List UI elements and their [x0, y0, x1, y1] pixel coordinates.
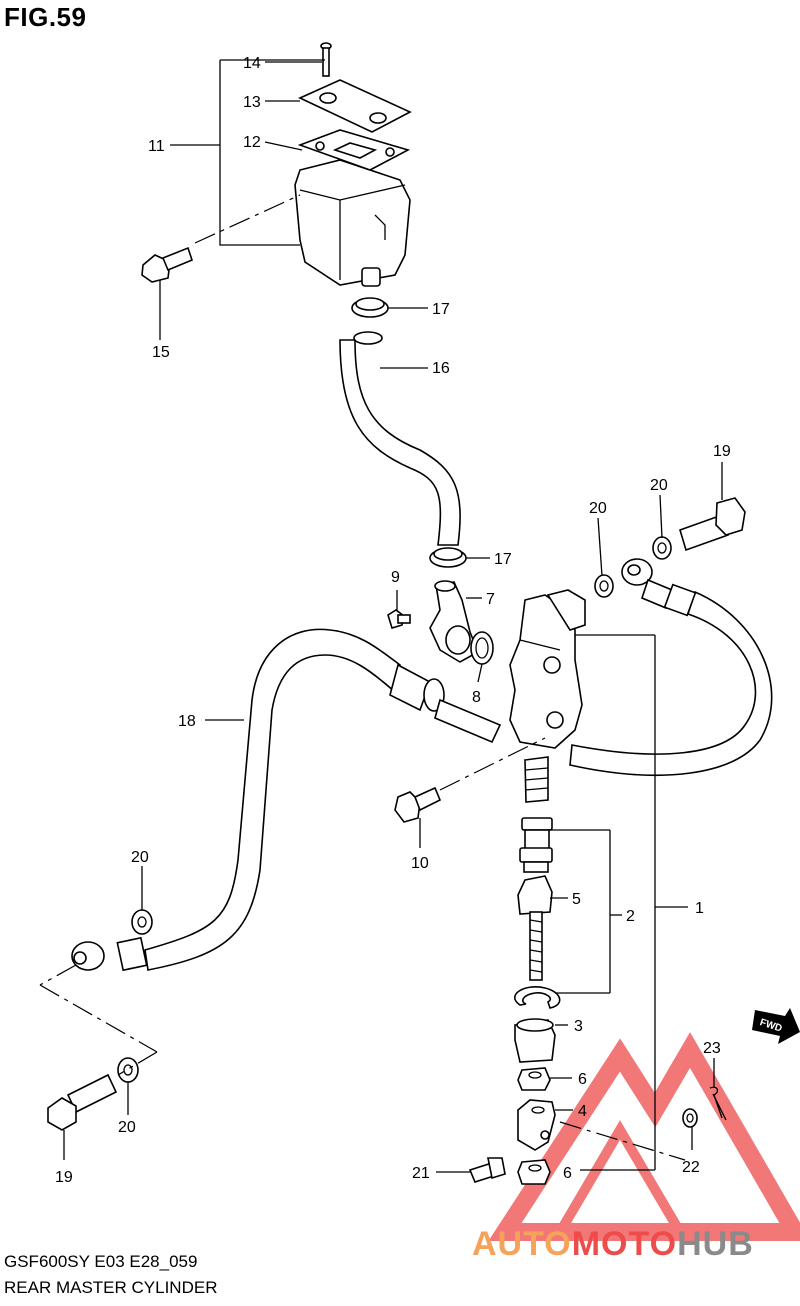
part-label-14: 14 — [243, 55, 261, 72]
brake-hose-left — [144, 628, 401, 971]
union-bolt-right — [679, 497, 746, 552]
hose-clamp-upper — [351, 297, 389, 318]
joint-screw — [387, 609, 411, 629]
piston-kit — [519, 756, 553, 873]
part-label-6a: 6 — [578, 1071, 587, 1088]
part-label-3: 3 — [574, 1018, 583, 1035]
washer-right-outer — [652, 536, 672, 560]
part-label-1: 1 — [695, 900, 704, 917]
part-label-13: 13 — [243, 94, 261, 111]
part-label-22: 22 — [682, 1159, 700, 1176]
part-label-20d: 20 — [118, 1119, 136, 1136]
washer-clevis — [682, 1108, 698, 1128]
washer-left-upper — [131, 909, 153, 935]
hose-fitting-right — [621, 558, 697, 617]
watermark-wordmark: AUTOMOTOHUB — [472, 1225, 754, 1263]
part-label-17a: 17 — [432, 301, 450, 318]
boot — [514, 1018, 556, 1063]
reservoir-hose — [339, 339, 461, 546]
o-ring — [470, 631, 494, 665]
part-label-12: 12 — [243, 134, 261, 151]
part-label-17b: 17 — [494, 551, 512, 568]
part-label-21: 21 — [412, 1165, 430, 1182]
master-cylinder-body — [509, 589, 586, 749]
part-label-19b: 19 — [55, 1169, 73, 1186]
figure-code: GSF600SY E03 E28_059 — [4, 1252, 198, 1271]
watermark-part2: MOTO — [572, 1225, 677, 1263]
part-label-16: 16 — [432, 360, 450, 377]
brake-hose-right — [569, 590, 773, 776]
nut-upper — [517, 1067, 551, 1091]
watermark-part3: HUB — [677, 1225, 754, 1263]
part-label-4: 4 — [578, 1103, 587, 1120]
part-label-7: 7 — [486, 591, 495, 608]
circlip — [513, 986, 561, 1009]
part-label-5: 5 — [572, 891, 581, 908]
part-label-15: 15 — [152, 344, 170, 361]
reservoir-diaphragm — [297, 129, 411, 171]
watermark-part1: AUTO — [472, 1225, 572, 1263]
part-label-20b: 20 — [589, 500, 607, 517]
reservoir-bolt — [141, 194, 301, 283]
part-number-labels: 14 13 11 12 15 17 16 19 20 20 9 17 7 8 1… — [55, 55, 731, 1186]
part-label-6b: 6 — [563, 1165, 572, 1182]
union-bolt-left — [47, 1073, 118, 1131]
reservoir-tank — [294, 159, 411, 287]
reservoir-cap — [298, 79, 412, 133]
hose-joint — [429, 580, 480, 663]
nut-lower — [517, 1159, 551, 1185]
push-rod — [517, 875, 553, 981]
part-label-8: 8 — [472, 689, 481, 706]
part-label-10: 10 — [411, 855, 429, 872]
figure-title: FIG.59 — [4, 2, 87, 32]
washer-left-lower — [117, 1057, 139, 1083]
watermark-logo — [488, 1032, 800, 1241]
part-label-19a: 19 — [713, 443, 731, 460]
leader-lines — [63, 61, 723, 1173]
part-label-18: 18 — [178, 713, 196, 730]
part-label-23: 23 — [703, 1040, 721, 1057]
hose-fitting-left — [71, 936, 148, 972]
clevis-pin — [468, 1157, 506, 1183]
svg-text:AUTOMOTOHUB: AUTOMOTOHUB — [472, 1225, 754, 1263]
part-label-20a: 20 — [650, 477, 668, 494]
cotter-pin — [709, 1086, 727, 1121]
clevis — [517, 1099, 556, 1151]
fwd-arrow-badge: FWD — [752, 1008, 800, 1044]
hose-clamp-lower — [429, 547, 467, 568]
figure-name: REAR MASTER CYLINDER — [4, 1278, 218, 1297]
part-label-9: 9 — [391, 569, 400, 586]
washer-right-inner — [594, 574, 614, 598]
hose-fitting-middle — [389, 663, 502, 744]
part-label-11: 11 — [148, 138, 165, 155]
part-label-2: 2 — [626, 908, 635, 925]
part-label-20c: 20 — [131, 849, 149, 866]
mounting-bolt — [394, 737, 546, 823]
cap-screw — [320, 42, 332, 77]
